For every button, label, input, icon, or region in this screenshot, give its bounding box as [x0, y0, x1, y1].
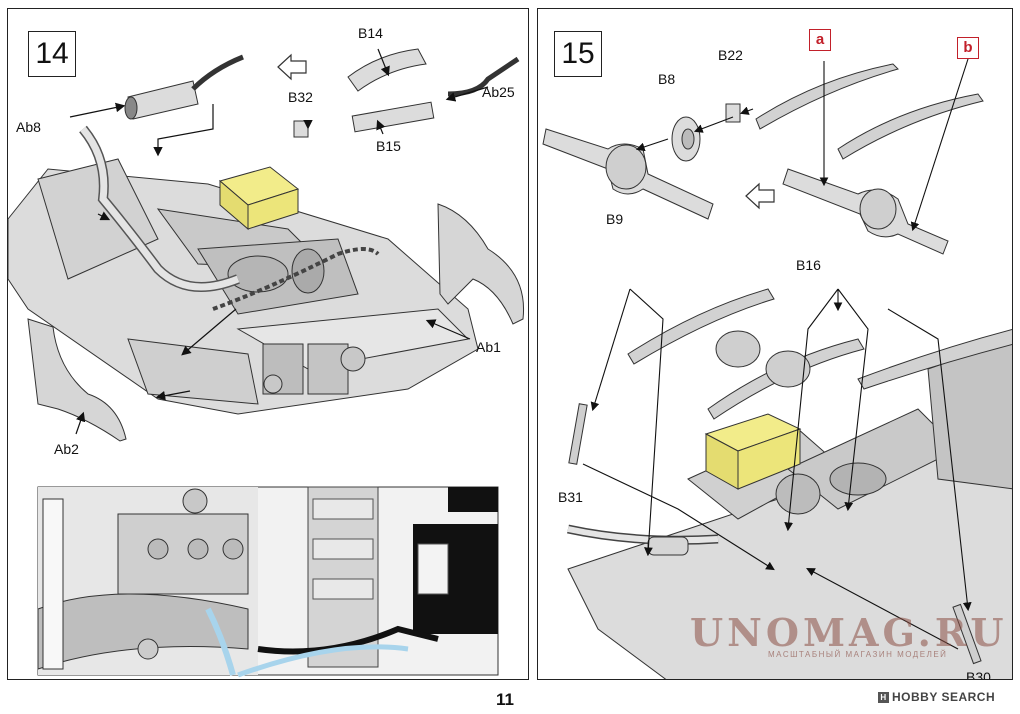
- callout-a: a: [809, 29, 831, 51]
- part-label-b14: B14: [358, 25, 383, 41]
- brand-icon: H: [878, 692, 889, 704]
- part-label-b8: B8: [658, 71, 676, 87]
- shock-absorbers: [568, 403, 982, 665]
- step-15-panel: 15 a b B22 B8 B9 B16 B31 B30: [537, 8, 1013, 680]
- part-label-b30: B30: [966, 669, 991, 680]
- part-label-ab25: Ab25: [482, 84, 515, 100]
- step-14-panel: 14 B14 B32 B15 Ab25 Ab8 Ab1 Ab2: [7, 8, 529, 680]
- axle-b9: [542, 128, 714, 220]
- part-label-ab1: Ab1: [476, 339, 501, 355]
- part-label-b32: B32: [288, 89, 313, 105]
- page-number: 11: [496, 690, 514, 709]
- leaf-springs-ab: [755, 63, 984, 160]
- leaf-springs-chassis: [627, 288, 1012, 420]
- part-label-ab8: Ab8: [16, 119, 41, 135]
- step-number: 15: [554, 31, 602, 77]
- part-label-b22: B22: [718, 47, 743, 63]
- part-label-b9: B9: [606, 211, 624, 227]
- step-15-illustration: [542, 58, 1012, 679]
- bracket-ab1: [437, 203, 525, 325]
- part-label-b15: B15: [376, 138, 401, 154]
- direction-arrow: [745, 182, 775, 210]
- part-label-ab2: Ab2: [54, 441, 79, 457]
- muffler: [124, 54, 244, 120]
- watermark-subtitle: МАСШТАБНЫЙ МАГАЗИН МОДЕЛЕЙ: [768, 650, 948, 659]
- watermark-logo: UNOMAG.RU: [690, 610, 1008, 655]
- callout-b: b: [957, 37, 979, 59]
- axle-assembled: [782, 168, 949, 255]
- step-14-illustration: [8, 48, 525, 678]
- direction-arrow: [277, 53, 307, 81]
- battery-box: [218, 166, 300, 231]
- step-number: 14: [28, 31, 76, 77]
- part-label-b31: B31: [558, 489, 583, 505]
- part-label-b16: B16: [796, 257, 821, 273]
- brand-text: HOBBY SEARCH: [892, 690, 996, 704]
- battery-box: [704, 413, 802, 490]
- reference-photo: [37, 486, 499, 678]
